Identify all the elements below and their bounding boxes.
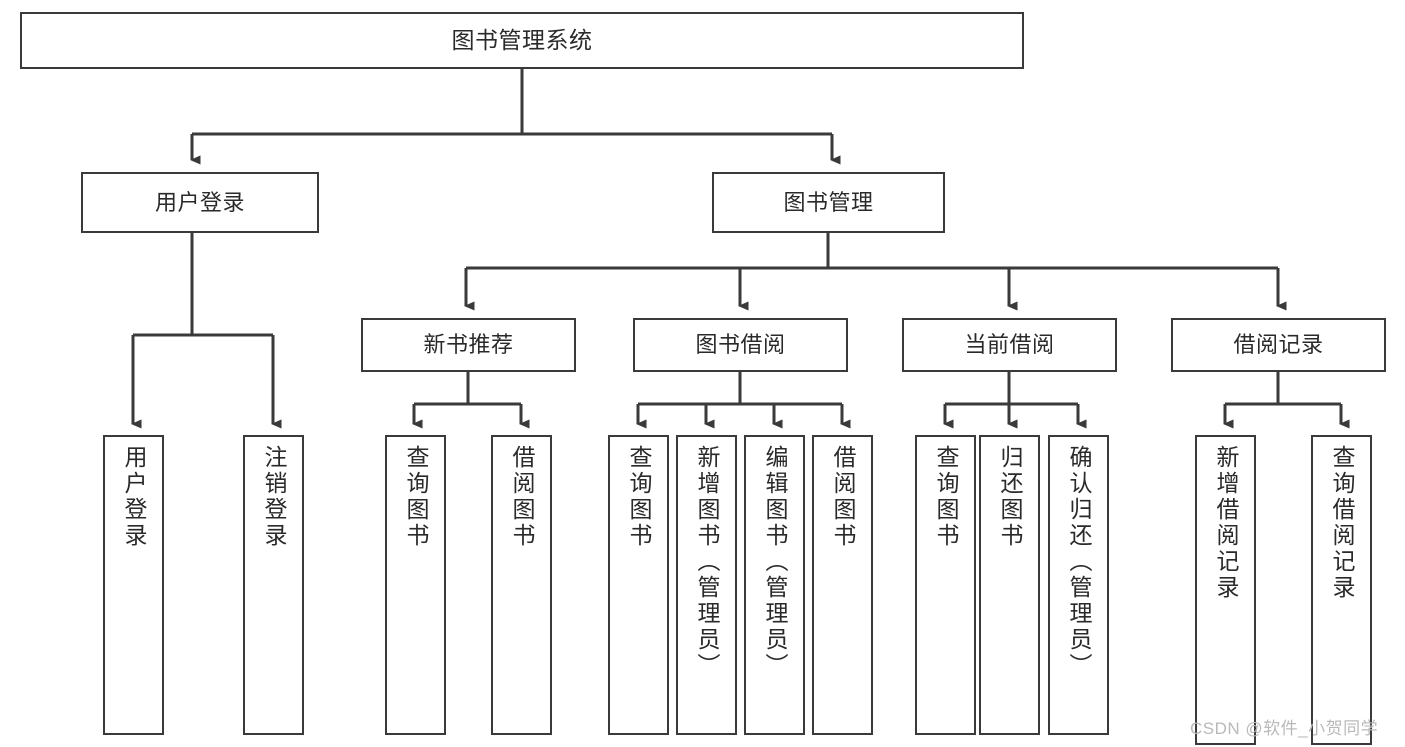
node-label: 新增借阅记录 xyxy=(1213,445,1239,601)
node-label: 确认归还（管理员） xyxy=(1066,445,1092,679)
node-label: 图书借阅 xyxy=(695,332,786,358)
node-label: 借阅记录 xyxy=(1233,332,1324,358)
node-label: 编辑图书（管理员） xyxy=(762,445,788,679)
node-label: 借阅图书 xyxy=(830,445,856,549)
node-label: 用户登录 xyxy=(154,189,245,215)
node-label: 借阅图书 xyxy=(509,445,535,549)
node-book-borrow[interactable]: 图书借阅 xyxy=(633,318,848,372)
node-label: 用户登录 xyxy=(121,445,147,549)
leaf-return-book[interactable]: 归还图书 xyxy=(979,435,1040,735)
node-book-management[interactable]: 图书管理 xyxy=(712,172,945,233)
watermark: CSDN @软件_小贺同学 xyxy=(1190,719,1379,738)
leaf-edit-book-admin[interactable]: 编辑图书（管理员） xyxy=(744,435,805,735)
leaf-user-login[interactable]: 用户登录 xyxy=(103,435,164,735)
node-label: 新增图书（管理员） xyxy=(694,445,720,679)
node-label: 新书推荐 xyxy=(423,332,514,358)
leaf-query-book-borrow[interactable]: 查询图书 xyxy=(608,435,669,735)
node-label: 查询图书 xyxy=(626,445,652,549)
leaf-query-book-current[interactable]: 查询图书 xyxy=(915,435,976,735)
leaf-borrow-book[interactable]: 借阅图书 xyxy=(812,435,873,735)
node-new-book-recommend[interactable]: 新书推荐 xyxy=(361,318,576,372)
leaf-borrow-book-recommend[interactable]: 借阅图书 xyxy=(491,435,552,735)
node-label: 查询图书 xyxy=(933,445,959,549)
node-label: 图书管理系统 xyxy=(451,26,593,53)
leaf-query-book-recommend[interactable]: 查询图书 xyxy=(385,435,446,735)
node-borrow-record[interactable]: 借阅记录 xyxy=(1171,318,1386,372)
node-user-login[interactable]: 用户登录 xyxy=(81,172,319,233)
node-label: 注销登录 xyxy=(261,445,287,549)
node-label: 当前借阅 xyxy=(964,332,1055,358)
node-label: 查询图书 xyxy=(403,445,429,549)
node-label: 图书管理 xyxy=(783,189,874,215)
leaf-logout[interactable]: 注销登录 xyxy=(243,435,304,735)
leaf-confirm-return-admin[interactable]: 确认归还（管理员） xyxy=(1048,435,1109,735)
node-current-borrow[interactable]: 当前借阅 xyxy=(902,318,1117,372)
leaf-add-book-admin[interactable]: 新增图书（管理员） xyxy=(676,435,737,735)
leaf-query-borrow-record[interactable]: 查询借阅记录 xyxy=(1311,435,1372,745)
node-label: 查询借阅记录 xyxy=(1329,445,1355,601)
node-label: 归还图书 xyxy=(997,445,1023,549)
leaf-add-borrow-record[interactable]: 新增借阅记录 xyxy=(1195,435,1256,745)
node-root-book-management-system[interactable]: 图书管理系统 xyxy=(20,12,1024,69)
